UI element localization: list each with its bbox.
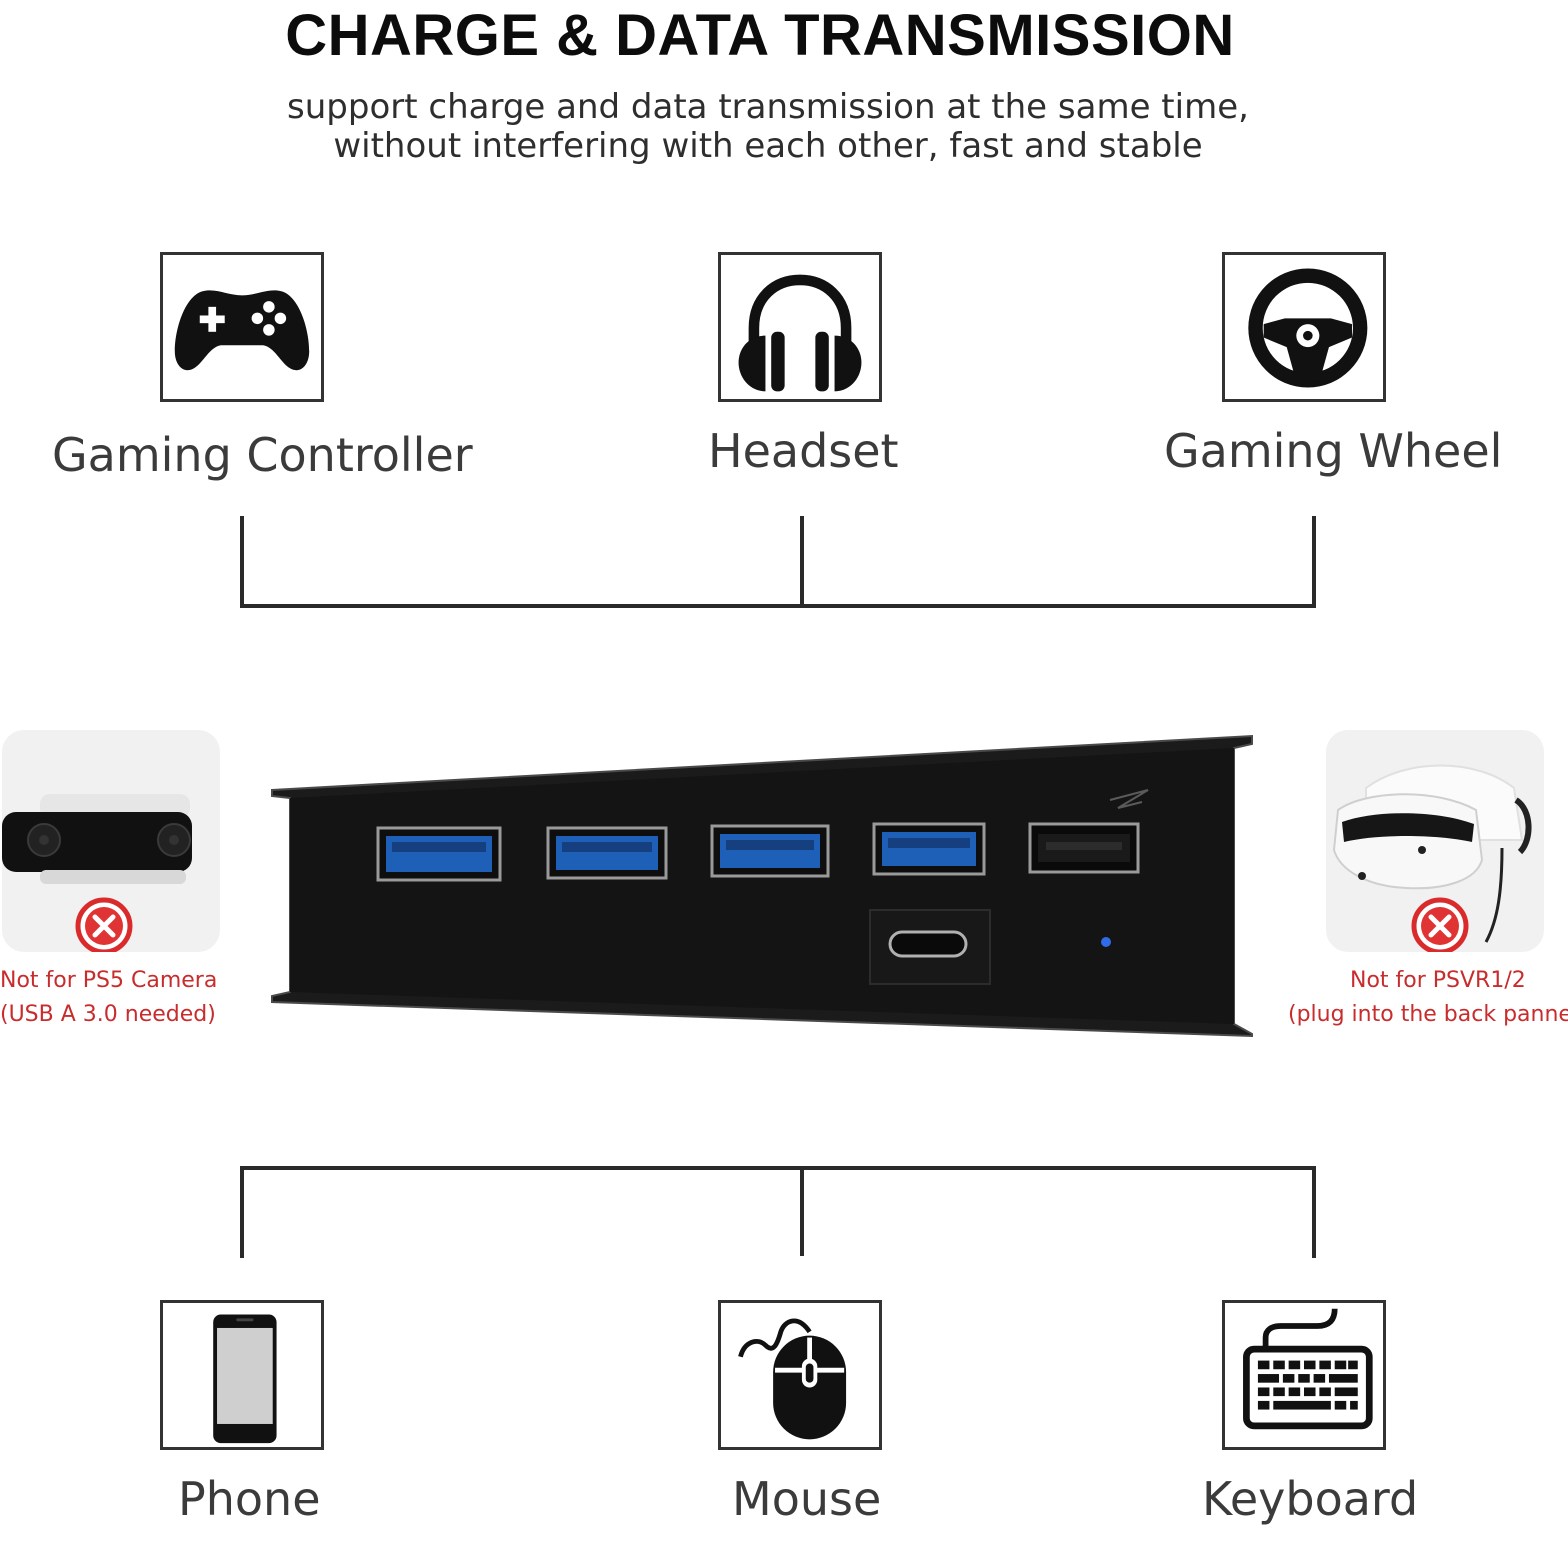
warning-psvr-line1: Not for PSVR1/2 — [1350, 968, 1526, 993]
label-gaming-wheel: Gaming Wheel — [1164, 424, 1503, 478]
usb3-port — [710, 824, 830, 878]
usb3-port — [376, 826, 502, 882]
warning-ps5-camera: Not for PS5 Camera (USB A 3.0 needed) — [0, 964, 217, 1032]
power-led — [1101, 937, 1111, 947]
warning-psvr: Not for PSVR1/2 (plug into the back pann… — [1288, 964, 1568, 1032]
label-headset: Headset — [708, 424, 899, 478]
bottom-connector-bracket — [240, 1166, 1316, 1258]
not-allowed-icon — [1411, 897, 1469, 952]
subtitle-line-1: support charge and data transmission at … — [287, 87, 1249, 127]
gamepad-icon — [174, 290, 310, 371]
usb3-port — [546, 826, 668, 880]
label-gaming-controller: Gaming Controller — [52, 428, 473, 482]
top-connector-bracket — [240, 516, 1316, 608]
warning-ps5-camera-line1: Not for PS5 Camera — [0, 968, 218, 993]
usb2-port — [1028, 822, 1140, 874]
psvr-image — [1326, 730, 1544, 952]
headphones-icon — [738, 274, 862, 392]
headphones-icon-box — [718, 252, 882, 402]
camera-icon — [2, 794, 192, 952]
keyboard-icon — [1243, 1308, 1373, 1430]
subtitle-line-2: without interfering with each other, fas… — [333, 126, 1203, 166]
gamepad-icon-box — [160, 252, 324, 402]
steering-wheel-icon-box — [1222, 252, 1386, 402]
charge-symbol-icon — [1109, 789, 1149, 809]
phone-icon-box — [160, 1300, 324, 1450]
steering-wheel-icon — [1248, 268, 1368, 388]
vr-headset-icon — [1332, 764, 1532, 952]
warning-psvr-line2: (plug into the back panne — [1288, 1002, 1568, 1027]
mouse-icon-box — [718, 1300, 882, 1450]
not-allowed-icon — [75, 897, 133, 952]
mouse-icon — [738, 1318, 847, 1440]
keyboard-icon-box — [1222, 1300, 1386, 1450]
label-phone: Phone — [178, 1472, 321, 1526]
usb-hub-device — [271, 734, 1253, 1038]
page-subtitle: support charge and data transmission at … — [0, 88, 1536, 166]
ps5-camera-image — [2, 730, 220, 952]
label-mouse: Mouse — [732, 1472, 882, 1526]
phone-icon — [213, 1314, 277, 1444]
usb3-port — [872, 822, 986, 876]
page-title: CHARGE & DATA TRANSMISSION — [285, 3, 1235, 68]
usb-c-port — [869, 909, 991, 985]
warning-ps5-camera-line2: (USB A 3.0 needed) — [0, 1002, 216, 1027]
label-keyboard: Keyboard — [1202, 1472, 1419, 1526]
